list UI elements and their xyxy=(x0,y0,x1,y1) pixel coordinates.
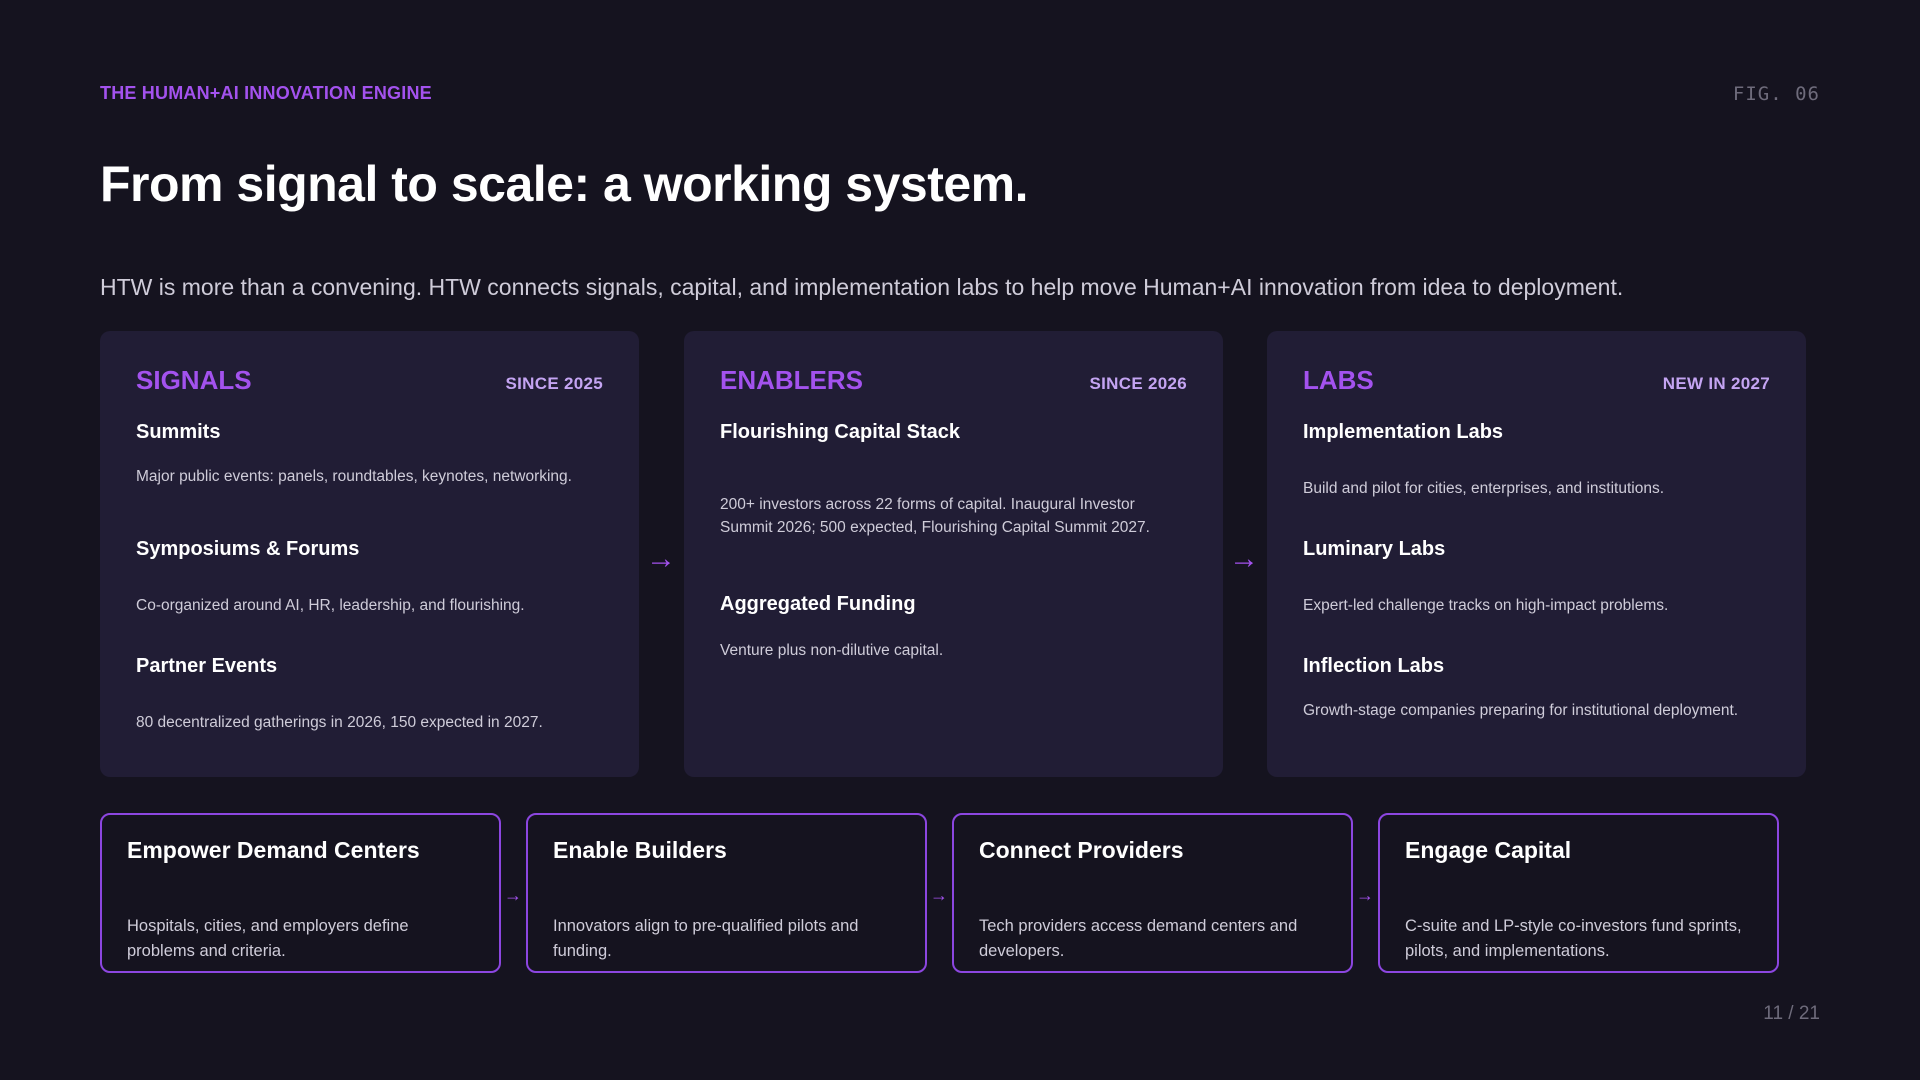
flow-step-description: Hospitals, cities, and employers define … xyxy=(127,917,409,960)
flow-step-description: Innovators align to pre-qualified pilots… xyxy=(553,917,859,960)
flow-step-capital: Engage Capital C-suite and LP-style co-i… xyxy=(1378,813,1779,973)
item-description: Expert-led challenge tracks on high-impa… xyxy=(1303,597,1669,614)
arrow-right-icon: → xyxy=(1229,542,1259,575)
card-header: SIGNALS SINCE 2025 xyxy=(136,365,603,396)
eyebrow-label: THE HUMAN+AI INNOVATION ENGINE xyxy=(100,83,432,103)
flow-step-builders: Enable Builders Innovators align to pre-… xyxy=(526,813,927,973)
flow-step-providers: Connect Providers Tech providers access … xyxy=(952,813,1353,973)
arrow-right-icon: → xyxy=(504,885,522,905)
item-title: Implementation Labs xyxy=(1303,421,1504,443)
item-description: Venture plus non-dilutive capital. xyxy=(720,642,944,659)
item-description: 80 decentralized gatherings in 2026, 150… xyxy=(136,714,543,731)
page-subtitle: HTW is more than a convening. HTW connec… xyxy=(100,274,1624,300)
item-title: Flourishing Capital Stack xyxy=(720,421,961,443)
card-enablers: ENABLERS SINCE 2026 Flourishing Capital … xyxy=(684,331,1223,777)
flow-step-description: C-suite and LP-style co-investors fund s… xyxy=(1405,917,1742,960)
arrow-right-icon: → xyxy=(930,885,948,905)
item-description: 200+ investors across 22 forms of capita… xyxy=(720,496,1150,536)
arrow-right-icon: → xyxy=(1356,885,1374,905)
flow-step-title: Connect Providers xyxy=(979,837,1184,863)
item-description: Growth-stage companies preparing for ins… xyxy=(1303,702,1739,719)
item-title: Luminary Labs xyxy=(1303,538,1446,560)
card-title: ENABLERS xyxy=(720,365,864,395)
item-title: Aggregated Funding xyxy=(720,593,916,615)
card-title: LABS xyxy=(1303,365,1374,395)
card-header: ENABLERS SINCE 2026 xyxy=(720,365,1187,396)
figure-number: FIG. 06 xyxy=(1732,83,1820,105)
item-title: Inflection Labs xyxy=(1303,655,1445,677)
card-badge: NEW IN 2027 xyxy=(1662,374,1770,393)
card-badge: SINCE 2025 xyxy=(505,374,603,393)
item-title: Partner Events xyxy=(136,655,278,677)
card-header: LABS NEW IN 2027 xyxy=(1303,365,1770,396)
card-labs: LABS NEW IN 2027 Implementation Labs Bui… xyxy=(1267,331,1806,777)
page-number: 11 / 21 xyxy=(1763,1003,1820,1024)
card-badge: SINCE 2026 xyxy=(1089,374,1187,393)
flow-step-title: Enable Builders xyxy=(553,837,727,863)
item-description: Build and pilot for cities, enterprises,… xyxy=(1303,480,1664,497)
arrow-right-icon: → xyxy=(646,542,676,575)
flow-step-description: Tech providers access demand centers and… xyxy=(979,917,1298,960)
item-description: Major public events: panels, roundtables… xyxy=(136,468,572,485)
card-signals: SIGNALS SINCE 2025 Summits Major public … xyxy=(100,331,639,777)
page-title: From signal to scale: a working system. xyxy=(100,156,1029,212)
flow-step-demand-centers: Empower Demand Centers Hospitals, cities… xyxy=(100,813,501,973)
item-title: Summits xyxy=(136,421,221,443)
flow-step-title: Engage Capital xyxy=(1405,837,1572,863)
flow-step-title: Empower Demand Centers xyxy=(127,837,420,863)
item-title: Symposiums & Forums xyxy=(136,538,360,560)
card-title: SIGNALS xyxy=(136,365,252,395)
item-description: Co-organized around AI, HR, leadership, … xyxy=(136,597,525,614)
